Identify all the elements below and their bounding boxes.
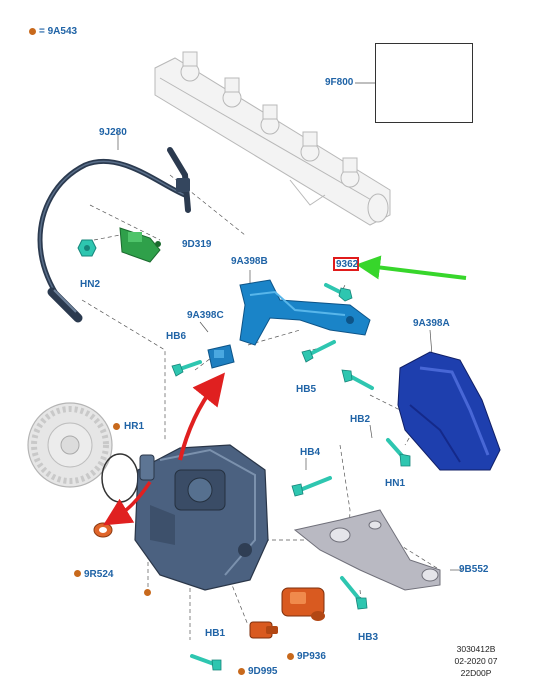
callout-9d995: 9D995: [248, 666, 278, 677]
callout-hn1: HN1: [385, 478, 406, 489]
callout-9b552: 9B552: [459, 564, 489, 575]
callout-9f800: 9F800: [325, 77, 354, 88]
callout-9362: 9362: [336, 259, 359, 270]
callout-hb6: HB6: [166, 331, 187, 342]
legend-marker: [29, 28, 36, 35]
callout-9a398b: 9A398B: [231, 256, 268, 267]
drawing-code-3: 22D00P: [460, 668, 492, 677]
bracket-9a398b: [239, 279, 371, 346]
heat-shield-9a398a: [397, 351, 501, 471]
bolt-hb2: [341, 369, 374, 390]
legend-text: = 9A543: [39, 26, 78, 37]
marker-dot-9d995: [238, 668, 245, 675]
bolt-hb6: [171, 360, 202, 377]
bracket-9a398c: [207, 344, 235, 369]
nut-hn1: [386, 438, 411, 467]
mount-bracket-9b552: [293, 509, 441, 591]
callout-hb5: HB5: [296, 384, 317, 395]
callout-9a398c: 9A398C: [187, 310, 224, 321]
seal-9r524: [93, 522, 113, 538]
sensor-9d995: [249, 621, 278, 639]
callout-9j280: 9J280: [99, 127, 127, 138]
fuel-line-9j280: [37, 147, 191, 323]
callout-hb4: HB4: [300, 447, 321, 458]
sprocket-gear: [27, 402, 113, 488]
callout-9r524: 9R524: [84, 569, 114, 580]
pressure-sensor-9d319: [119, 227, 161, 263]
bolt-hb3: [340, 576, 368, 610]
bolt-9362: [324, 283, 353, 302]
motion-arrows: [103, 372, 225, 526]
drawing-code-2: 02-2020 07: [454, 656, 498, 666]
callout-hr1: HR1: [124, 421, 145, 432]
drawing-code-1: 3030412B: [456, 644, 496, 654]
fuel-rail: [154, 51, 391, 226]
control-valve-9p936: [281, 587, 325, 621]
marker-dot-9p936: [287, 653, 294, 660]
callout-hb1: HB1: [205, 628, 226, 639]
marker-dot-pump: [144, 589, 151, 596]
callout-9a398a: 9A398A: [413, 318, 450, 329]
callout-hn2: HN2: [80, 279, 101, 290]
bolt-hb5: [301, 340, 336, 363]
callout-hb3: HB3: [358, 632, 379, 643]
highlight-box-9362: [333, 257, 359, 271]
bolt-hb1: [190, 654, 222, 671]
marker-dot-9r524: [74, 570, 81, 577]
marker-dot-hr1: [113, 423, 120, 430]
callout-9p936: 9P936: [297, 651, 326, 662]
callout-hb2: HB2: [350, 414, 371, 425]
fuel-pump: [134, 444, 269, 591]
kit-9f800-box: [375, 43, 473, 123]
nut-hn2: [77, 239, 97, 257]
callout-9d319: 9D319: [182, 239, 212, 250]
o-ring-hr1: [101, 453, 139, 503]
pointer-arrow: [356, 255, 467, 280]
bolt-hb4: [291, 476, 332, 497]
